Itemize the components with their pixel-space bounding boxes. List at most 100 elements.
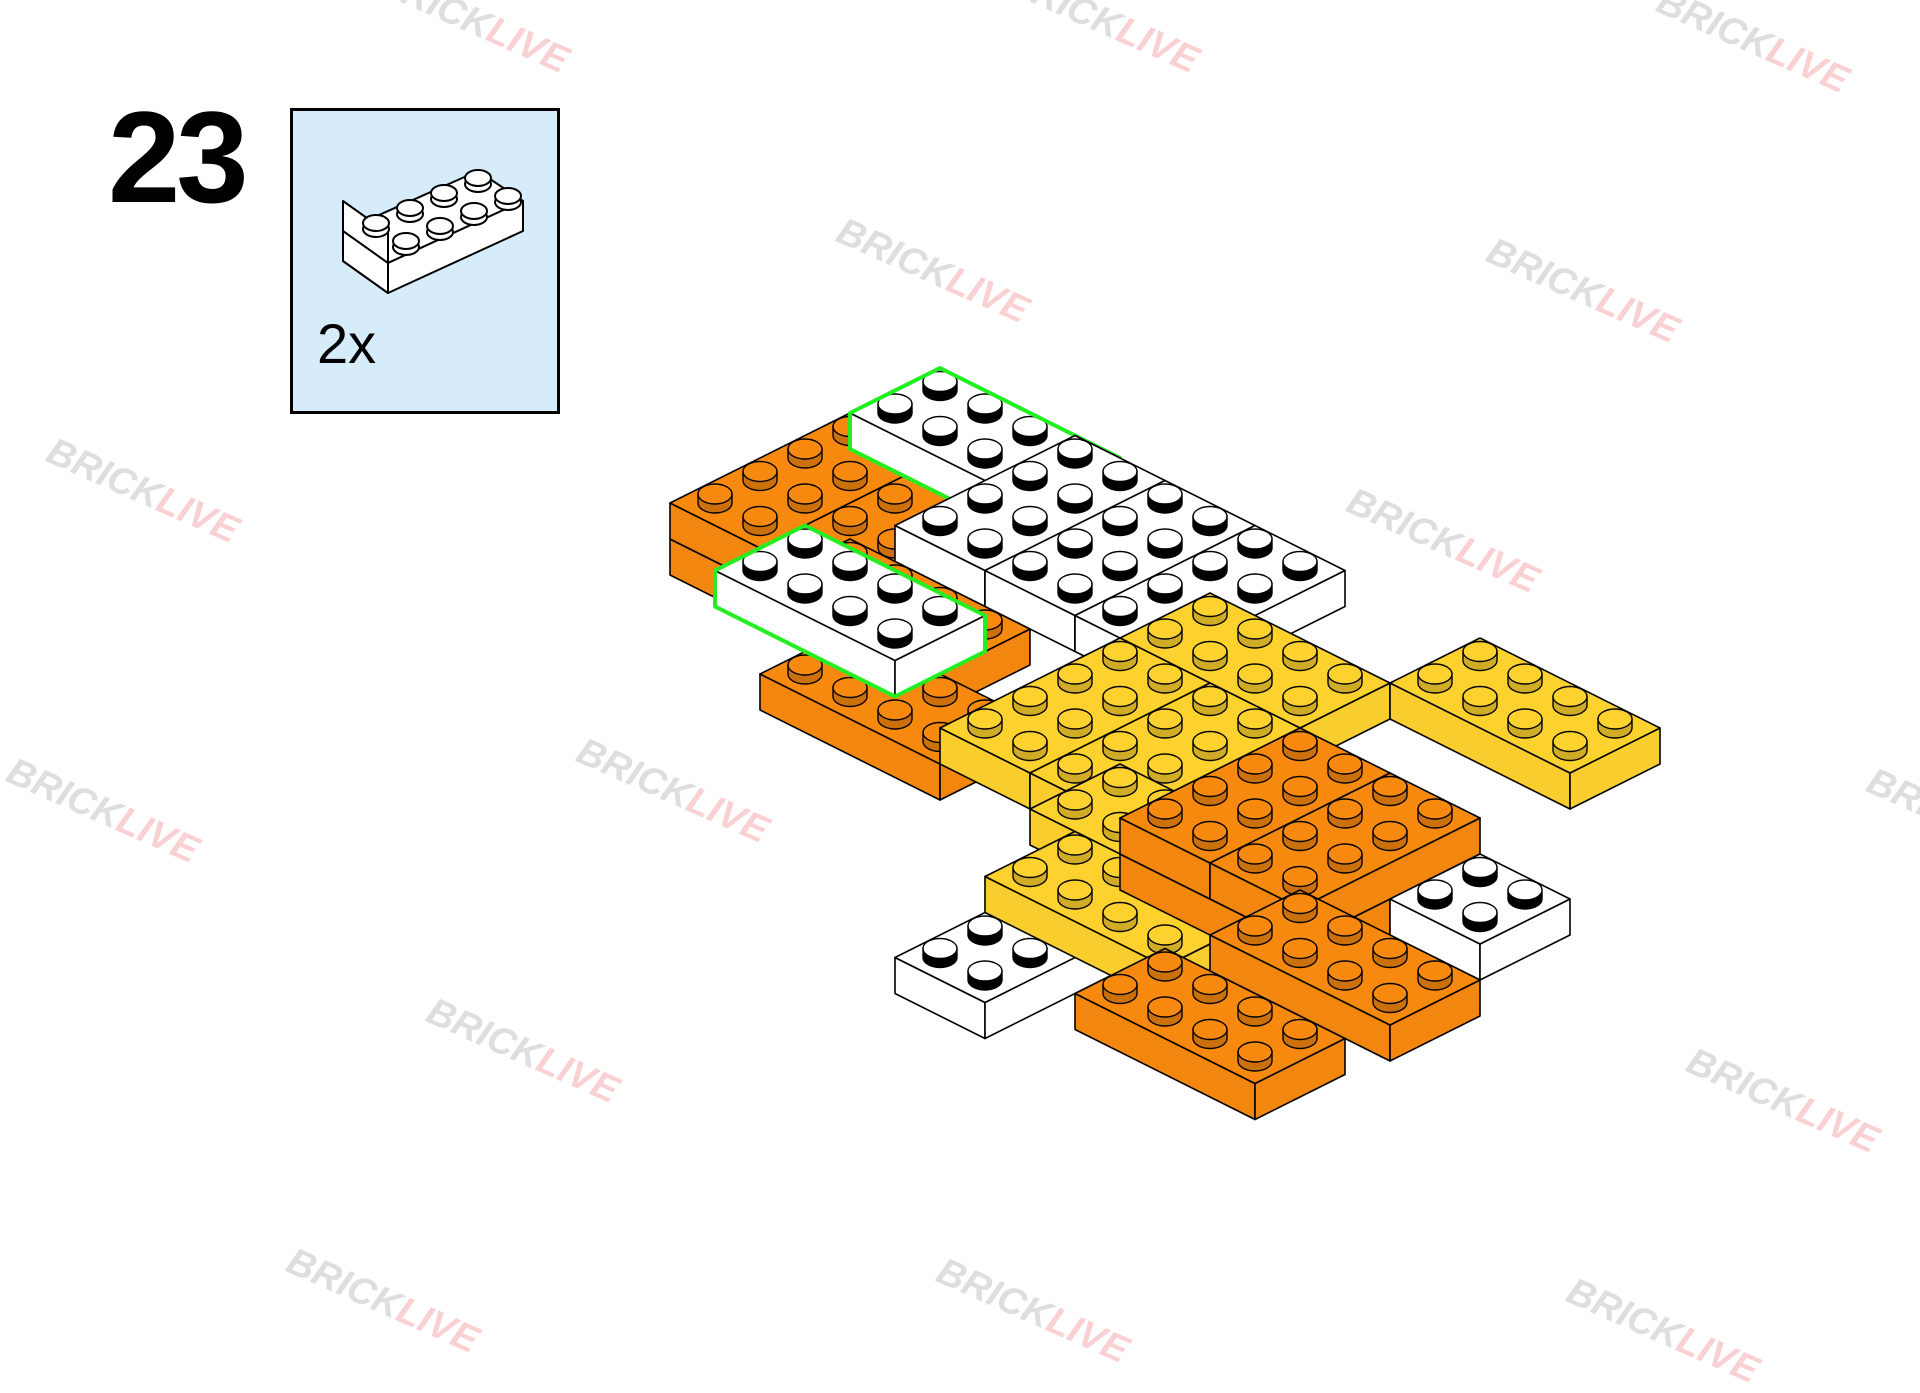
stud xyxy=(1237,996,1273,1027)
stud xyxy=(1417,960,1453,991)
stud xyxy=(877,393,913,424)
stud xyxy=(1282,730,1318,762)
stud xyxy=(1012,550,1048,582)
stud xyxy=(967,915,1003,946)
stud xyxy=(1237,843,1273,874)
stud xyxy=(787,438,823,469)
stud xyxy=(1057,834,1093,865)
stud xyxy=(1282,892,1318,924)
brick-top xyxy=(1389,637,1661,774)
stud xyxy=(1192,775,1228,807)
stud xyxy=(1462,856,1498,888)
stud xyxy=(832,550,868,582)
stud xyxy=(1507,663,1543,694)
stud xyxy=(832,460,868,492)
stud xyxy=(1327,663,1363,694)
parts-quantity: 2x xyxy=(317,312,377,375)
stud xyxy=(1372,775,1408,807)
stud xyxy=(1012,856,1048,888)
stud xyxy=(1282,820,1318,852)
stud xyxy=(1192,640,1228,672)
stud xyxy=(1057,483,1093,514)
orange-brick xyxy=(1209,889,1481,1062)
stud xyxy=(967,528,1003,559)
stud xyxy=(1192,973,1228,1005)
stud xyxy=(1012,730,1048,762)
stud xyxy=(1237,798,1273,829)
brick-top xyxy=(1389,853,1571,945)
stud xyxy=(1237,618,1273,649)
orange-brick xyxy=(1074,947,1346,1121)
stud xyxy=(1237,663,1273,694)
stud xyxy=(832,595,868,627)
stud xyxy=(1327,915,1363,946)
white-brick xyxy=(1389,853,1571,981)
stud xyxy=(1147,573,1183,604)
stud xyxy=(967,393,1003,424)
stud xyxy=(1237,708,1273,739)
stud xyxy=(1237,1041,1273,1072)
stud xyxy=(1192,505,1228,537)
stud xyxy=(1057,528,1093,559)
stud xyxy=(742,460,778,492)
stud xyxy=(1147,663,1183,694)
stud xyxy=(1192,685,1228,717)
stud xyxy=(1102,550,1138,582)
stud xyxy=(1147,798,1183,829)
stud xyxy=(1417,879,1453,910)
stud xyxy=(1147,996,1183,1027)
stud xyxy=(1372,820,1408,852)
stud xyxy=(1327,843,1363,874)
stud xyxy=(1192,595,1228,627)
stud xyxy=(1192,1018,1228,1050)
stud xyxy=(1552,685,1588,717)
stud xyxy=(1102,685,1138,717)
brick-top xyxy=(1209,889,1481,1026)
stud xyxy=(1327,960,1363,991)
stud xyxy=(877,618,913,649)
stud xyxy=(1102,973,1138,1005)
stud xyxy=(922,505,958,537)
white-brick xyxy=(713,523,987,699)
parts-callout: 2x xyxy=(290,108,560,414)
stud xyxy=(697,483,733,514)
stud xyxy=(1417,798,1453,829)
stud xyxy=(1462,685,1498,717)
stud xyxy=(742,550,778,582)
stud xyxy=(1012,685,1048,717)
step-number: 23 xyxy=(108,84,249,230)
stud xyxy=(787,573,823,604)
stud xyxy=(922,595,958,627)
stud xyxy=(967,483,1003,514)
stud xyxy=(1372,937,1408,969)
stud xyxy=(1417,663,1453,694)
stud xyxy=(832,505,868,537)
stud xyxy=(967,960,1003,991)
stud xyxy=(1327,753,1363,784)
stud xyxy=(1552,730,1588,762)
stud xyxy=(1282,640,1318,672)
stud xyxy=(1507,708,1543,739)
stud xyxy=(1282,550,1318,582)
stud xyxy=(1507,879,1543,910)
stud xyxy=(877,699,913,730)
stud xyxy=(1282,685,1318,717)
stud xyxy=(1102,640,1138,672)
stud xyxy=(832,676,868,708)
stud xyxy=(1327,798,1363,829)
build-model xyxy=(669,366,1661,1121)
stud xyxy=(742,505,778,537)
stud xyxy=(967,708,1003,739)
stud xyxy=(1282,775,1318,807)
stud xyxy=(1057,708,1093,739)
stud xyxy=(1057,663,1093,694)
stud xyxy=(1282,1018,1318,1050)
stud xyxy=(1057,879,1093,910)
highlight-outline xyxy=(713,523,987,699)
stud xyxy=(1237,753,1273,784)
stud xyxy=(1237,573,1273,604)
stud xyxy=(1597,708,1633,739)
stud xyxy=(922,676,958,708)
stud xyxy=(1192,550,1228,582)
stud xyxy=(1282,937,1318,969)
